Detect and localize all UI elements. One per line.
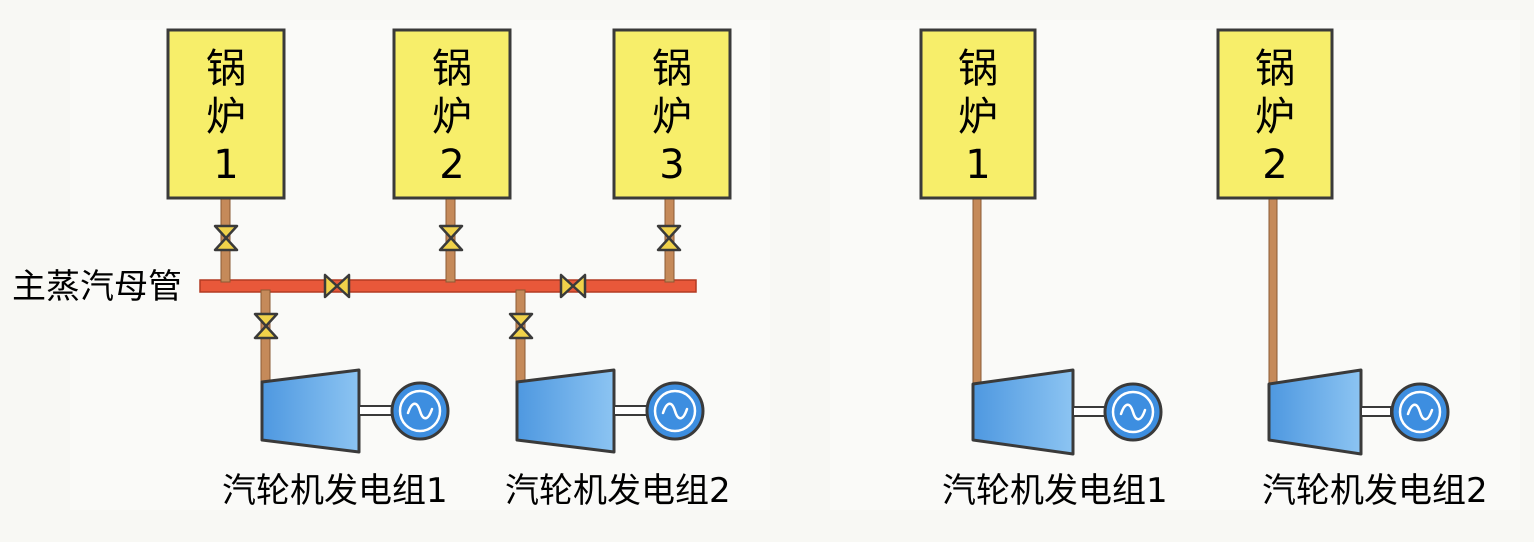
boiler-1-body: [166, 28, 286, 200]
generator-1-sine-icon: [406, 402, 434, 420]
right-turbine-generator-2: 汽轮机发电组2: [1262, 368, 1488, 511]
main-steam-header-label: 主蒸汽母管: [12, 267, 182, 307]
right-turbine-generator-2-label: 汽轮机发电组2: [1262, 471, 1488, 511]
turbine-generator-2: 汽轮机发电组2: [505, 368, 731, 511]
right-boiler-2-steam-pipe: [1268, 197, 1278, 385]
boiler-2-label-line1: 锅: [432, 46, 472, 92]
right-turbine-2-body: [1267, 368, 1363, 456]
boiler-3-label-line2: 炉: [652, 94, 692, 140]
right-boiler-1-label-line2: 炉: [958, 94, 998, 140]
generator-2-sine-icon: [661, 402, 689, 420]
right-boiler-2-label-line3: 2: [1262, 142, 1287, 188]
boiler-3: 锅 炉 3: [612, 28, 732, 200]
right-boiler-2: 锅 炉 2: [1216, 28, 1334, 200]
right-turbine-1-body: [971, 368, 1075, 456]
right-turbine-1-shaft: [1072, 406, 1106, 417]
turbine-1-shaft: [358, 405, 394, 416]
boiler-3-body: [612, 28, 732, 200]
boiler-1-label-line3: 1: [213, 142, 238, 188]
right-turbine-generator-1-label: 汽轮机发电组1: [942, 471, 1168, 511]
boiler-1-label-line2: 炉: [206, 94, 246, 140]
right-generator-1-inner-ring: [1111, 390, 1155, 434]
right-boiler-1-body: [919, 28, 1037, 200]
right-boiler-2-label-line2: 炉: [1255, 94, 1295, 140]
boiler-1: 锅 炉 1: [166, 28, 286, 200]
left-system: 主蒸汽母管 锅 炉 1 锅 炉 2 锅 炉 3: [12, 28, 732, 511]
right-boiler-1: 锅 炉 1: [919, 28, 1037, 200]
right-generator-1-sine-icon: [1119, 403, 1147, 421]
boiler-2: 锅 炉 2: [392, 28, 512, 200]
right-boiler-2-body: [1216, 28, 1334, 200]
turbine-generator-1: 汽轮机发电组1: [222, 368, 450, 511]
boiler-3-label-line1: 锅: [652, 46, 692, 92]
boiler-1-label-line1: 锅: [206, 46, 246, 92]
right-boiler-2-label-line1: 锅: [1255, 46, 1295, 92]
turbine-2-body: [515, 368, 616, 454]
right-generator-2-sine-icon: [1406, 403, 1434, 421]
turbine-generator-2-label: 汽轮机发电组2: [505, 471, 731, 511]
turbine-1-body: [260, 368, 361, 454]
generator-2-inner-ring: [653, 389, 697, 433]
boiler-2-label-line3: 2: [439, 142, 464, 188]
turbine-generator-1-label: 汽轮机发电组1: [222, 471, 448, 511]
turbine-2-shaft: [613, 405, 649, 416]
boiler-3-label-line3: 3: [659, 142, 684, 188]
right-turbine-2-shaft: [1360, 406, 1392, 417]
boiler-2-label-line2: 炉: [432, 94, 472, 140]
right-boiler-1-steam-pipe: [972, 197, 982, 385]
right-system: 锅 炉 1 锅 炉 2 汽轮机发电组1 汽轮机发电组2: [919, 28, 1488, 511]
right-boiler-1-label-line3: 1: [965, 142, 990, 188]
right-turbine-generator-1: 汽轮机发电组1: [942, 368, 1168, 511]
generator-1-inner-ring: [398, 389, 442, 433]
right-generator-2-inner-ring: [1398, 390, 1442, 434]
right-boiler-1-label-line1: 锅: [958, 46, 998, 92]
boiler-2-body: [392, 28, 512, 200]
